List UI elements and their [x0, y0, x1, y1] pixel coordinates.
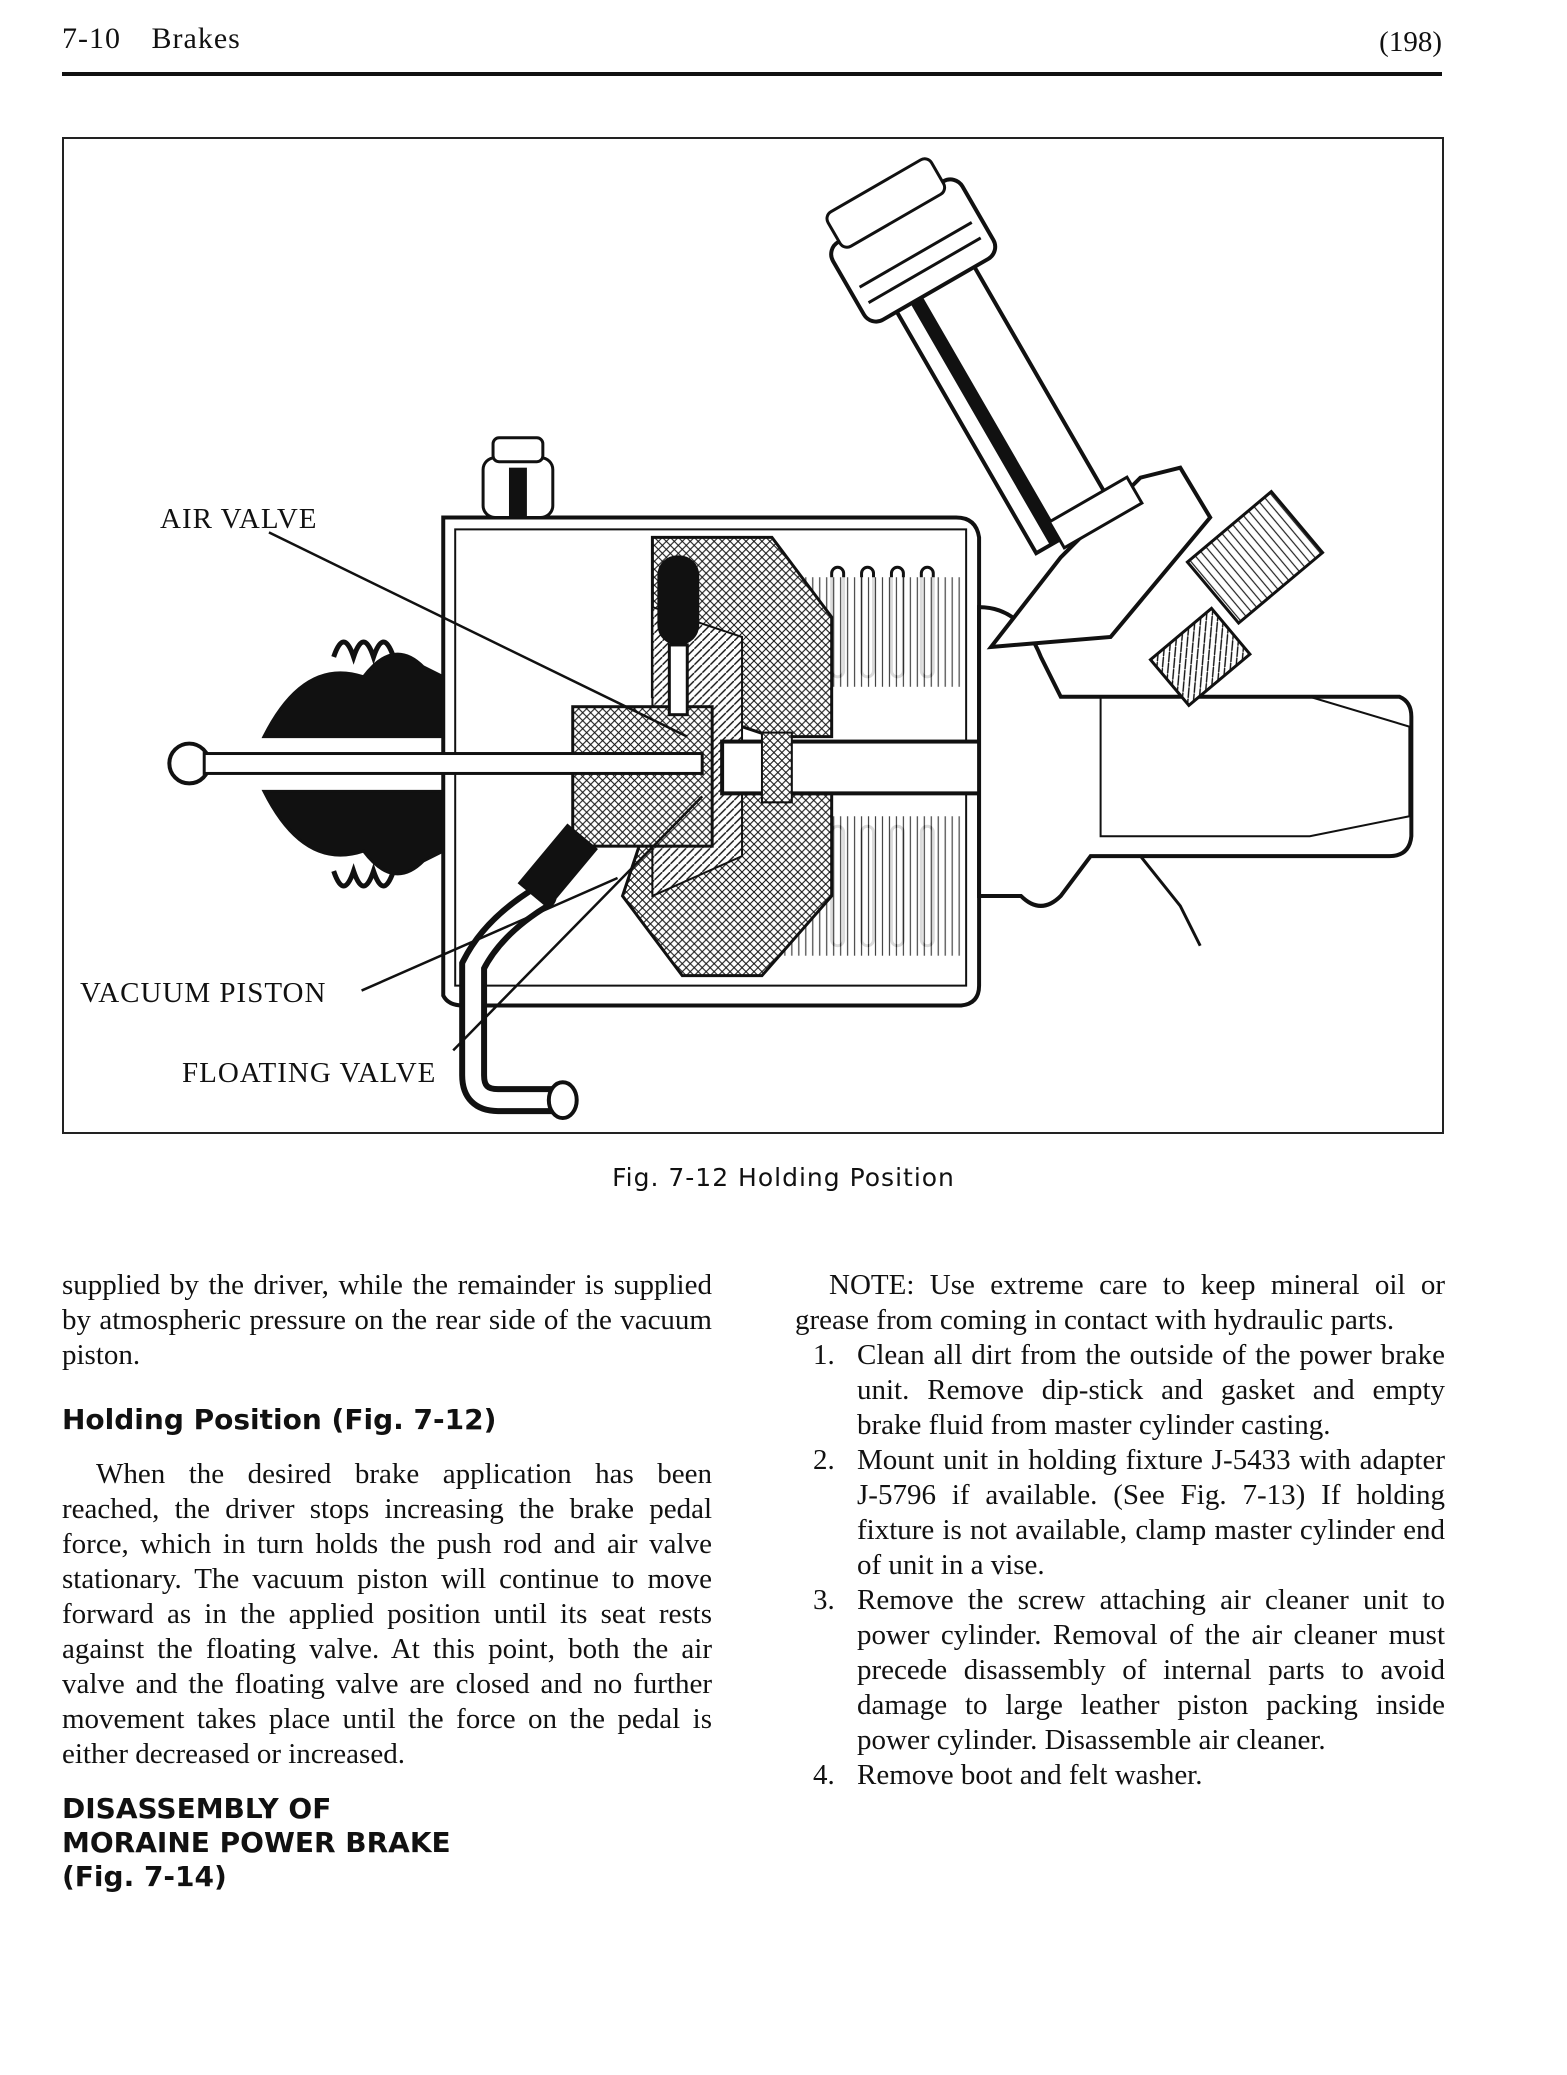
- right-column: NOTE: Use extreme care to keep mineral o…: [795, 1268, 1445, 1793]
- figure-frame: AIR VALVE VACUUM PISTON FLOATING VALVE: [62, 137, 1444, 1134]
- disassembly-heading-line3: (Fig. 7-14): [62, 1860, 227, 1893]
- step-number: 2.: [813, 1444, 835, 1476]
- callout-floating-valve: FLOATING VALVE: [182, 1057, 437, 1089]
- running-header: 7-10 Brakes: [62, 22, 241, 56]
- disassembly-heading-line1: DISASSEMBLY OF: [62, 1792, 332, 1825]
- floating-valve-leader: [452, 795, 704, 1052]
- air-valve-body: [571, 705, 714, 848]
- list-item: 1. Clean all dirt from the outside of the…: [795, 1338, 1445, 1443]
- figure-caption: Fig. 7-12 Holding Position: [612, 1163, 955, 1192]
- push-rod: [202, 752, 704, 775]
- floating-valve-cap: [657, 555, 700, 645]
- disassembly-steps: 1. Clean all dirt from the outside of the…: [795, 1338, 1445, 1793]
- list-item: 3. Remove the screw attaching air cleaner…: [795, 1583, 1445, 1758]
- step-text: Clean all dirt from the outside of the p…: [857, 1339, 1445, 1441]
- intro-paragraph: supplied by the driver, while the remain…: [62, 1269, 712, 1371]
- header-rule: [62, 72, 1442, 76]
- holding-position-heading: Holding Position (Fig. 7-12): [62, 1403, 497, 1436]
- disassembly-heading-line2: MORAINE POWER BRAKE: [62, 1826, 451, 1859]
- air-valve-leader: [268, 531, 688, 738]
- fluid-reservoir: [986, 465, 1213, 650]
- step-number: 1.: [813, 1339, 835, 1371]
- power-brake-cutaway-illustration: [167, 157, 1414, 1121]
- step-number: 3.: [813, 1584, 835, 1616]
- callout-vacuum-piston: VACUUM PISTON: [80, 977, 327, 1009]
- rubber-boot: [261, 639, 445, 889]
- left-column: supplied by the driver, while the remain…: [62, 1268, 712, 1914]
- step-text: Mount unit in holding fixture J-5433 wit…: [857, 1444, 1445, 1581]
- vacuum-piston-leader: [361, 876, 619, 992]
- step-text: Remove boot and felt washer.: [857, 1759, 1203, 1791]
- section-number: 7-10: [62, 22, 121, 55]
- holding-position-paragraph: When the desired brake application has b…: [62, 1458, 712, 1770]
- disassembly-heading: DISASSEMBLY OF MORAINE POWER BRAKE (Fig.…: [62, 1792, 712, 1894]
- step-number: 4.: [813, 1759, 835, 1791]
- list-item: 4. Remove boot and felt washer.: [795, 1758, 1445, 1793]
- callout-air-valve: AIR VALVE: [160, 503, 318, 535]
- air-cleaner: [825, 157, 1117, 556]
- page-number: (198): [1379, 26, 1442, 58]
- step-text: Remove the screw attaching air cleaner u…: [857, 1584, 1445, 1756]
- list-item: 2. Mount unit in holding fixture J-5433 w…: [795, 1443, 1445, 1583]
- note-paragraph: NOTE: Use extreme care to keep mineral o…: [795, 1269, 1445, 1336]
- chapter-title: Brakes: [151, 22, 241, 55]
